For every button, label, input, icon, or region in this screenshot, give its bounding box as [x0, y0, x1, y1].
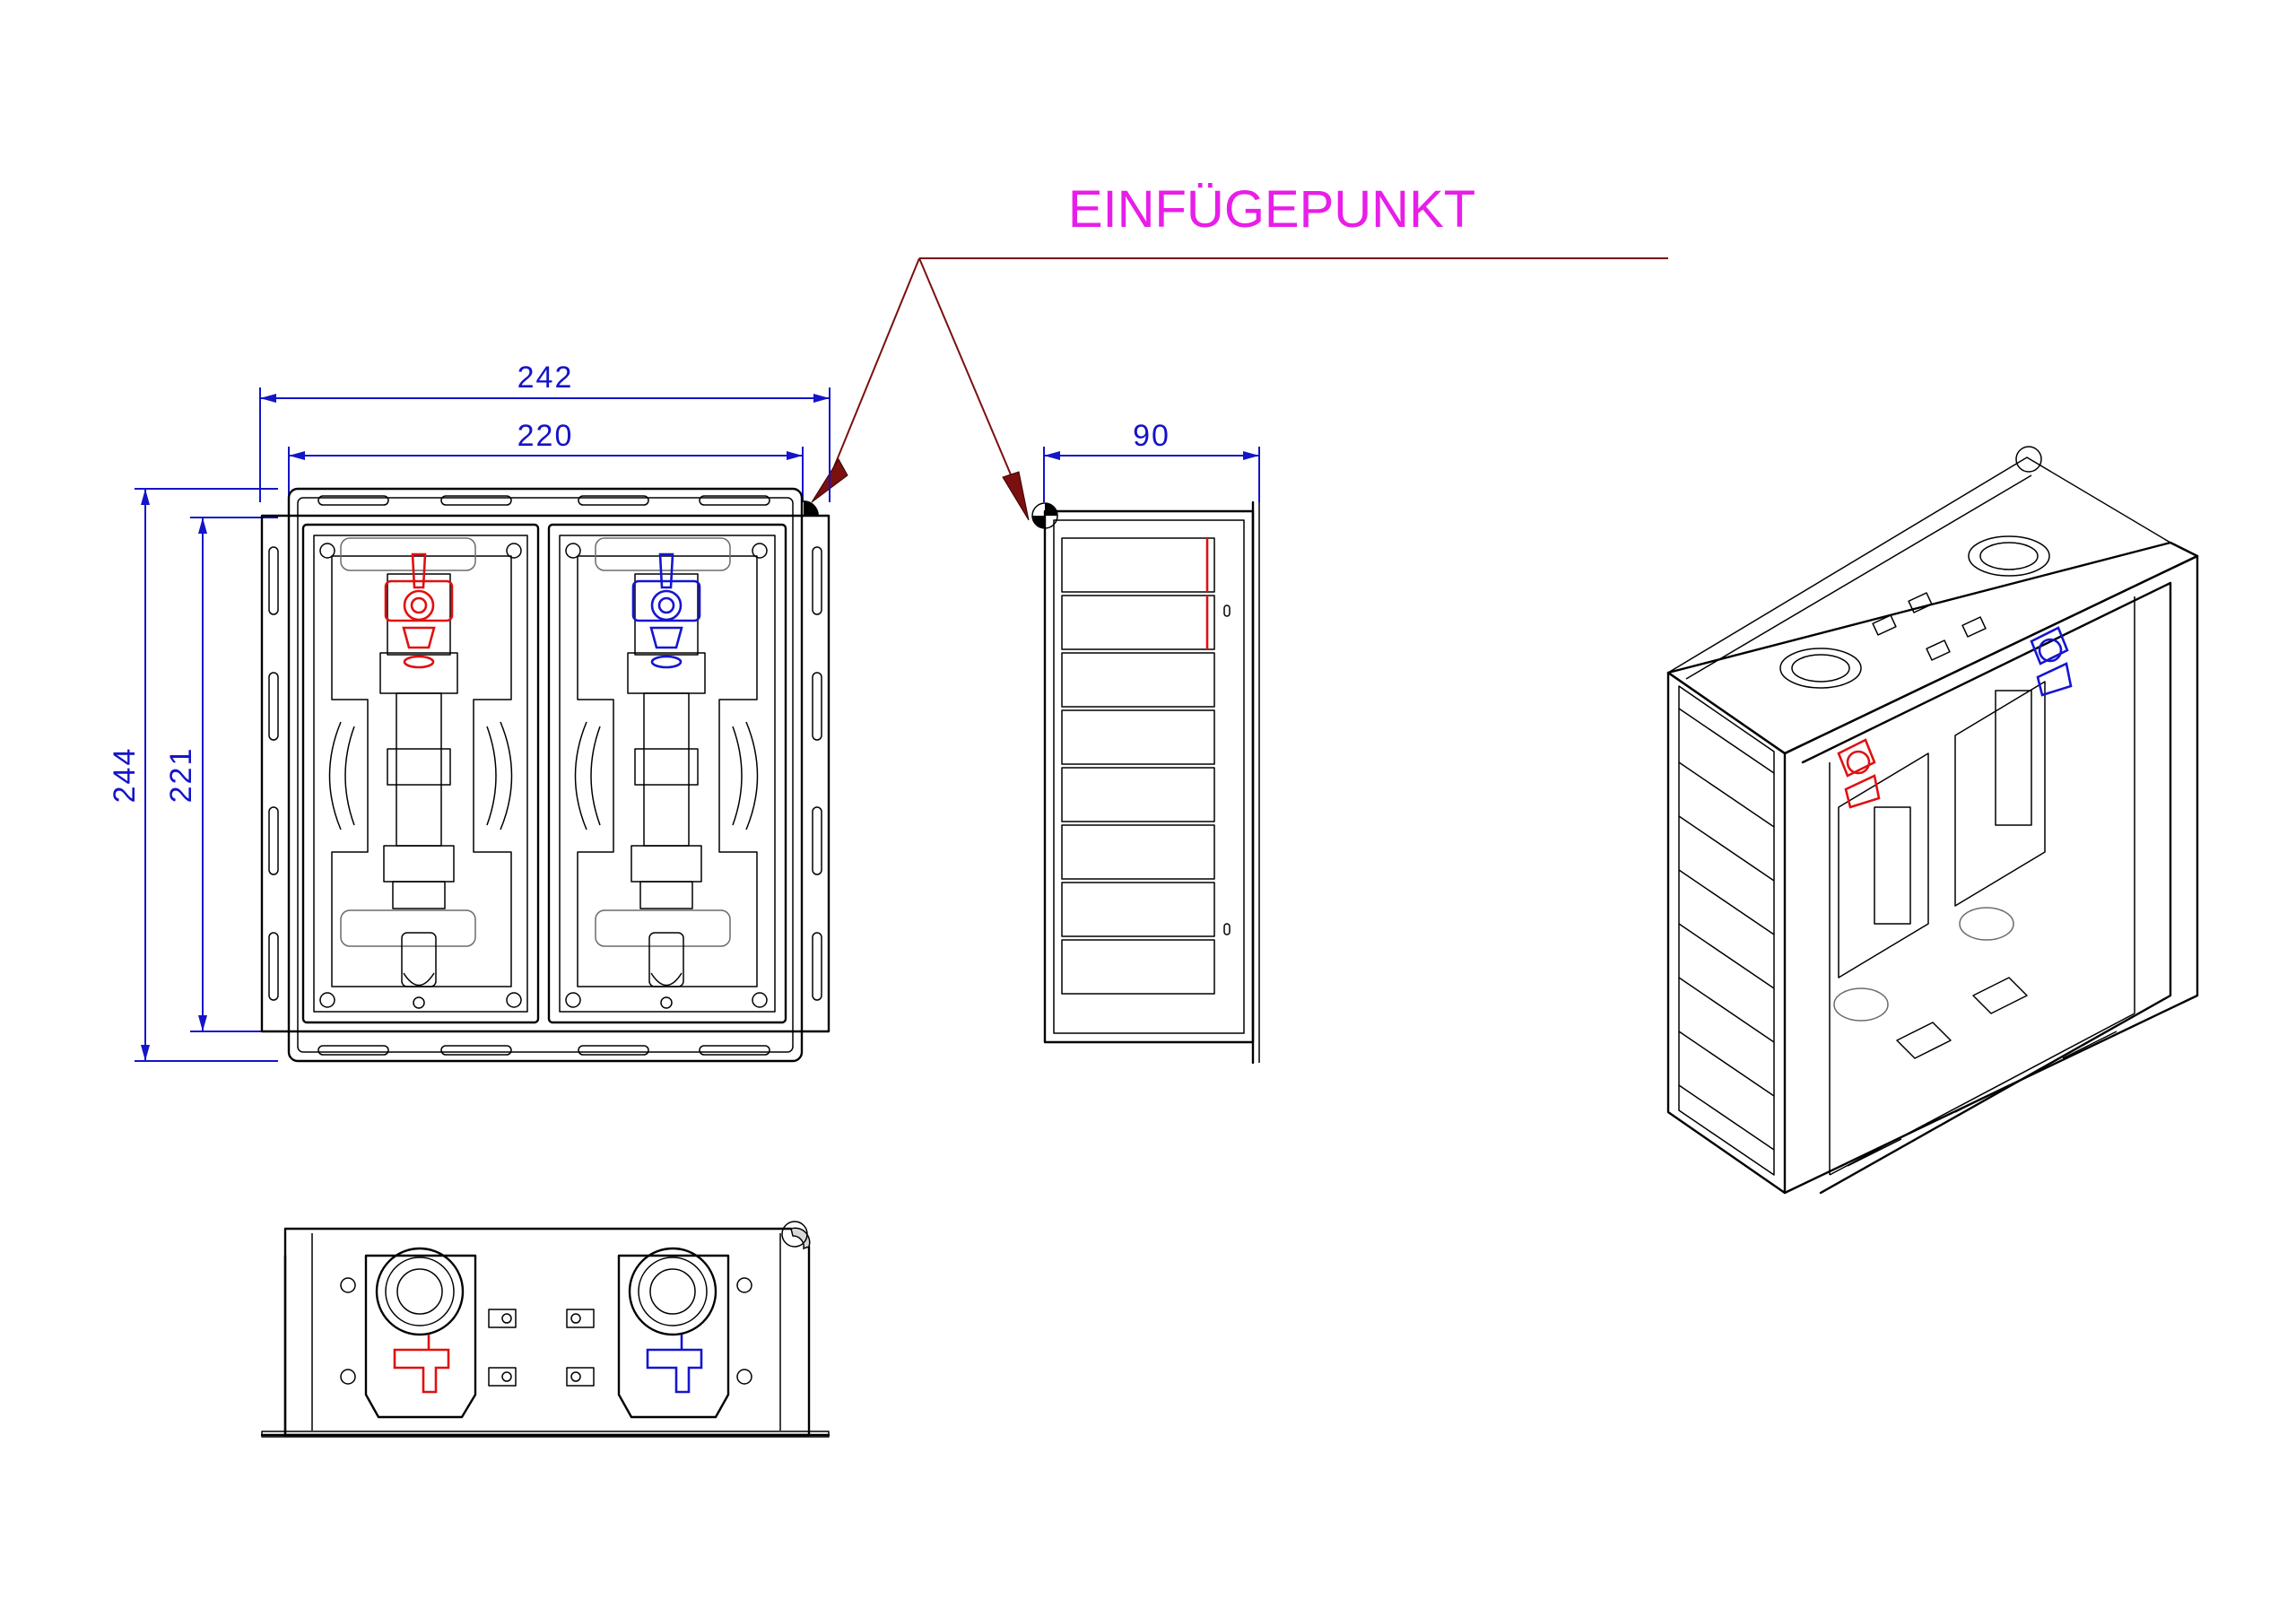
iso-side-fins [1678, 708, 1775, 1151]
cold-connection-top [617, 1247, 730, 1419]
side-marker-icon [1045, 503, 1057, 516]
dimension-inner-width: 220 [517, 419, 574, 453]
side-view: 90 [1031, 419, 1260, 1065]
module-left [301, 523, 540, 1024]
dimension-242: 242 [259, 361, 831, 502]
leader-arrow-side [1002, 471, 1030, 521]
cold-valve-iso [2030, 626, 2073, 697]
dimension-220: 220 [288, 419, 804, 502]
cold-valve-front [631, 552, 701, 669]
hot-connection-top [364, 1247, 477, 1419]
dimension-outer-height: 244 [108, 747, 142, 804]
side-fins [1061, 537, 1215, 995]
hot-valve-iso [1837, 738, 1881, 809]
mounting-clips [488, 1309, 595, 1387]
dimension-90: 90 [1043, 419, 1260, 502]
dimension-outer-width: 242 [517, 361, 574, 395]
top-view [260, 1221, 831, 1438]
insertion-point-label: EINFÜGEPUNKT [1068, 180, 1475, 239]
front-view: 242 220 244 221 [108, 361, 831, 1063]
iso-internal-modules [1833, 681, 2046, 1059]
insertion-point-annotation: EINFÜGEPUNKT [811, 180, 1668, 521]
frame-slots [268, 495, 822, 1056]
hot-valve-front [384, 552, 454, 669]
dimension-inner-height: 221 [164, 747, 198, 804]
isometric-view [1666, 446, 2199, 1195]
dimension-depth: 90 [1133, 419, 1170, 453]
dimension-244: 244 [108, 488, 278, 1062]
module-right [547, 523, 787, 1024]
quarter-circle-marker-icon [804, 500, 819, 516]
